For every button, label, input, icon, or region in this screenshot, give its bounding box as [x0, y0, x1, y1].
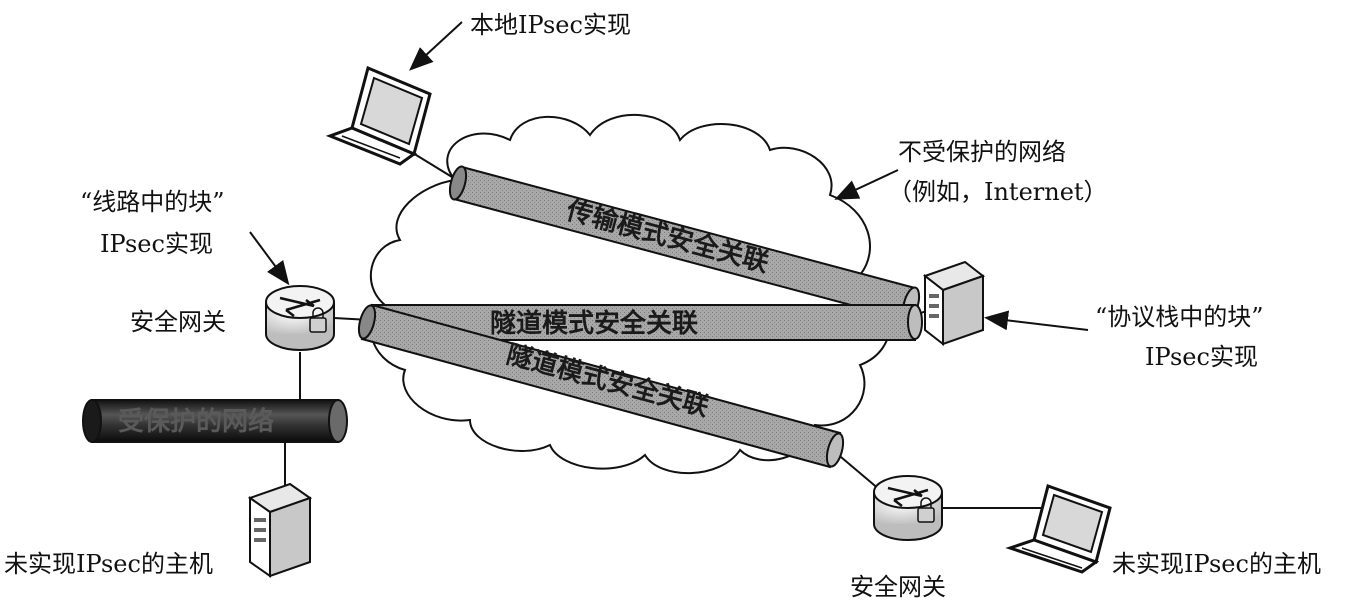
bitw-label-2: IPsec实现: [100, 230, 213, 258]
bitw-label-1: “线路中的块”: [80, 188, 225, 216]
host-right-label: 未实现IPsec的主机: [1112, 550, 1321, 578]
laptop-bottom-right: [1005, 484, 1112, 574]
arrow-bitw: [249, 231, 290, 286]
tunnel-sa-label-1: 隧道模式安全关联: [490, 308, 698, 339]
local-ipsec-label: 本地IPsec实现: [470, 11, 631, 39]
protected-network-tube: 受保护的网络: [82, 399, 348, 443]
laptop-top: [325, 65, 432, 166]
bits-label-1: “协议栈中的块”: [1095, 303, 1264, 331]
arrow-local-ipsec: [409, 21, 463, 71]
arrow-unprotected-network: [834, 169, 899, 200]
arrow-bits: [984, 310, 1089, 331]
host-left-label: 未实现IPsec的主机: [4, 550, 213, 578]
server-right: [922, 260, 986, 347]
security-gateway-left-label: 安全网关: [130, 308, 226, 336]
security-gateway-left: [265, 285, 335, 351]
host-left: [247, 482, 313, 578]
protected-network-label: 受保护的网络: [118, 406, 274, 437]
link-tube-gateway-bottom: [834, 451, 881, 491]
security-gateway-bottom-label: 安全网关: [850, 573, 946, 601]
unprotected-network-label-1: 不受保护的网络: [898, 138, 1066, 166]
unprotected-network-label-2: （例如，Internet）: [888, 178, 1108, 206]
bits-label-2: IPsec实现: [1145, 343, 1258, 371]
security-gateway-bottom: [873, 475, 943, 541]
